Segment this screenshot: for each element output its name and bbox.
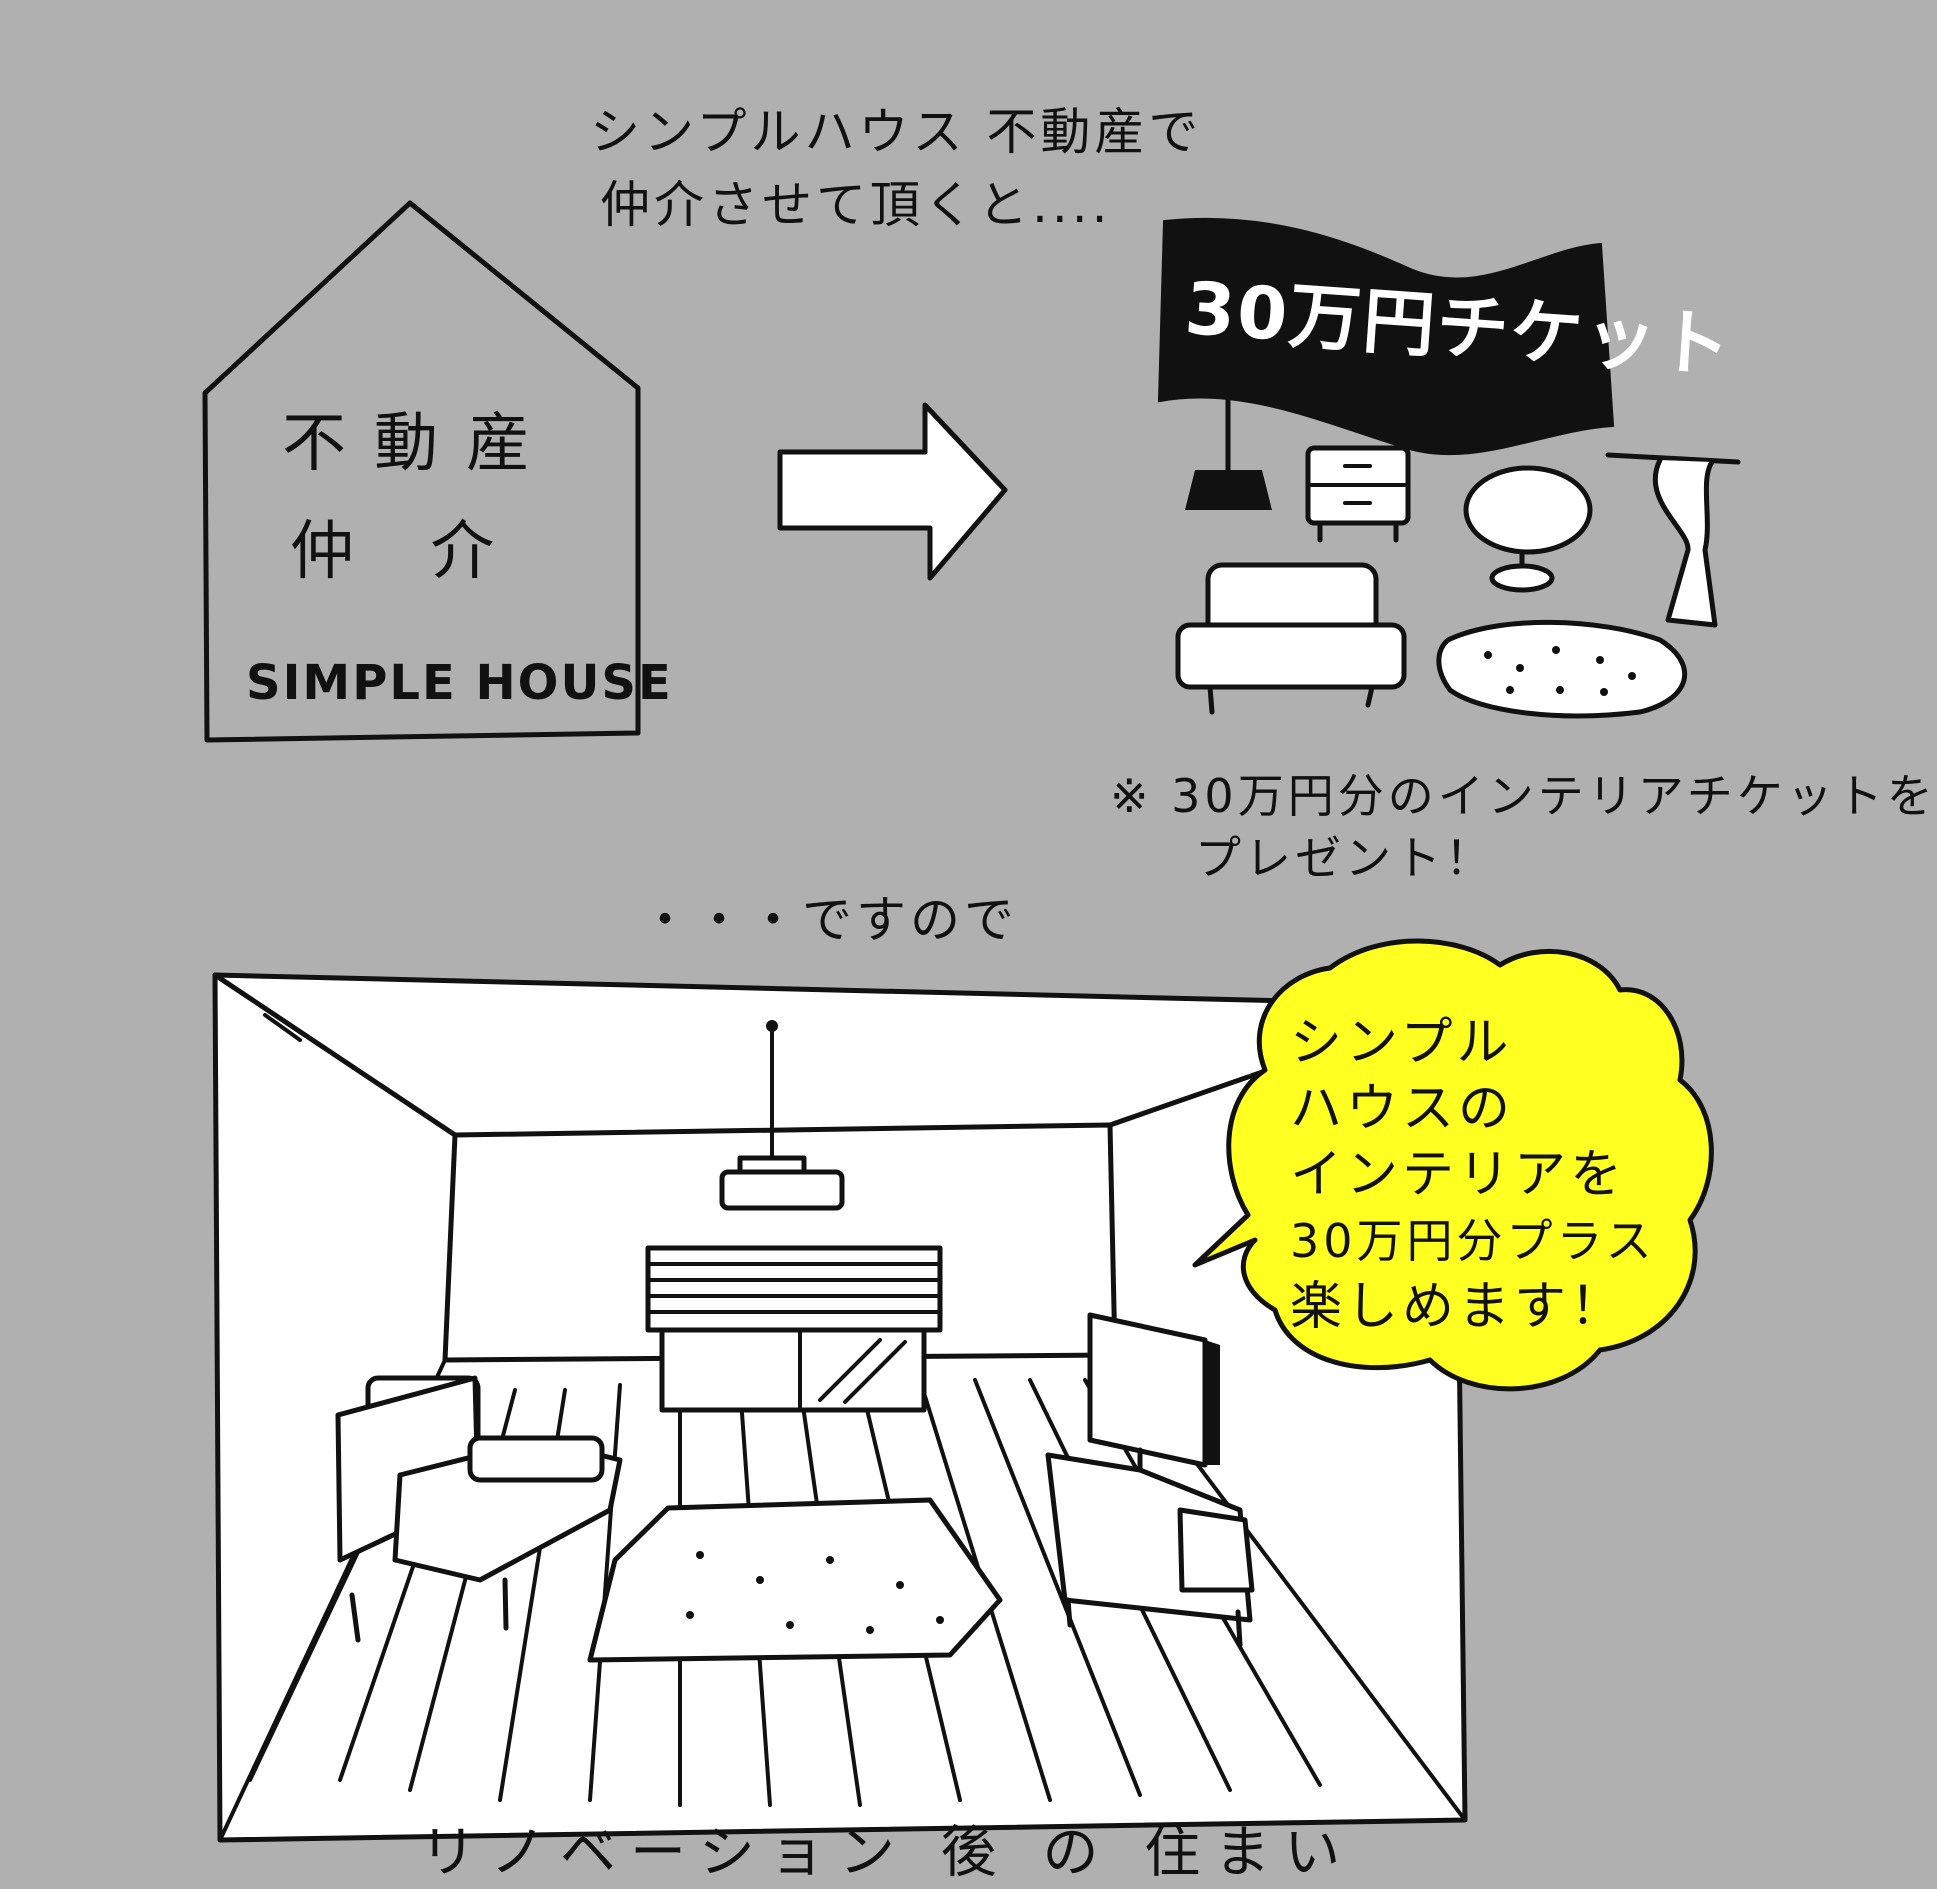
intro-line-1: シンプルハウス 不動産で (590, 103, 1203, 161)
bubble-line-2: ハウスの (1290, 1079, 1515, 1139)
floor-rug-icon (587, 1497, 1003, 1663)
banner-flag-icon (1157, 217, 1615, 510)
house-sign-line-2: 仲 介 (290, 515, 523, 589)
pendant-lamp-icon (719, 1020, 845, 1211)
house-sign-outline (202, 200, 641, 743)
room-caption: リノベーション 後 の 住まい (420, 1820, 1355, 1886)
house-sign-line-1: 不動産 (282, 407, 558, 481)
intro-line-2: 仲介させて頂くと.... (600, 176, 1112, 234)
nightstand-icon (1305, 445, 1411, 543)
room-illustration (212, 972, 1468, 1843)
ticket-note-line-2: プレゼント！ (1195, 831, 1495, 885)
armchair-icon (335, 1375, 623, 1643)
bubble-line-1: シンプル (1290, 1013, 1513, 1073)
rug-icon (1436, 619, 1688, 719)
bubble-line-5: 楽しめます！ (1290, 1277, 1627, 1337)
speech-bubble-text: シンプル ハウスの インテリアを 30万円分プラス 楽しめます！ (1290, 1010, 1656, 1340)
bubble-line-4: 30万円分プラス (1290, 1214, 1656, 1268)
right-arrow-icon (777, 402, 1008, 581)
window-blind-icon (645, 1245, 943, 1413)
bubble-line-3: インテリアを (1290, 1145, 1627, 1205)
sofa-icon (1175, 562, 1407, 715)
tv-stand-icon (1045, 1452, 1255, 1648)
curtain-icon (1605, 452, 1741, 628)
speech-bubble (1192, 938, 1714, 1392)
ticket-note-line-1: ※ 30万円分のインテリアチケットを (1110, 769, 1937, 823)
tv-icon (1087, 1312, 1220, 1483)
furniture-icons (1175, 445, 1741, 719)
house-sign-brand: SIMPLE HOUSE (246, 655, 673, 711)
round-table-icon (1463, 465, 1593, 593)
transition-text: ・・・ですので (640, 891, 1018, 949)
